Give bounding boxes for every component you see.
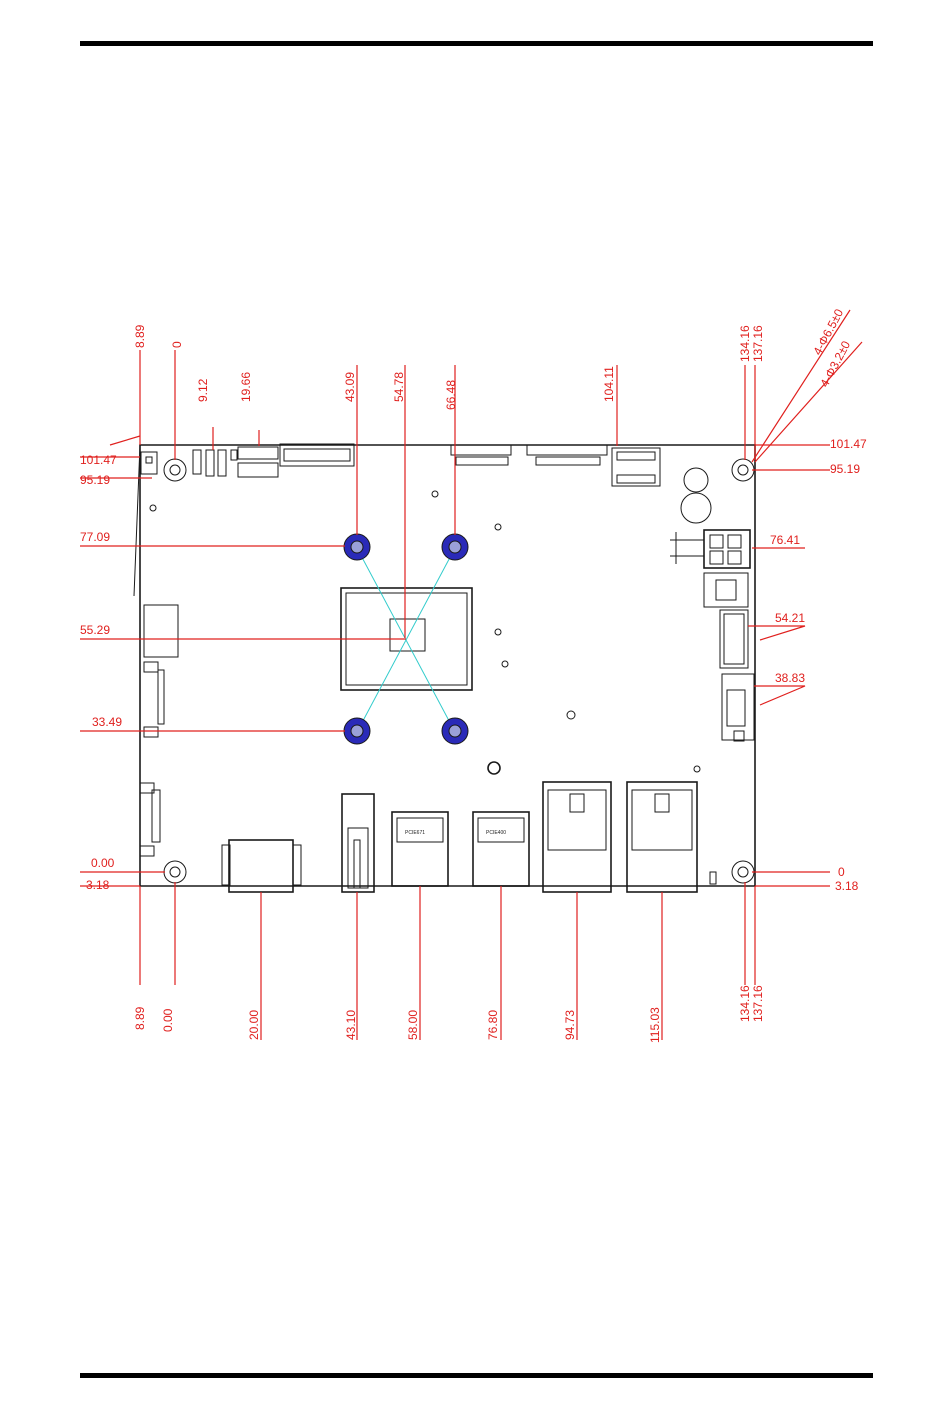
dim-top-137-16: 137.16 (751, 325, 765, 362)
dim-left-55-29: 55.29 (80, 623, 110, 637)
dim-right-76-41: 76.41 (770, 533, 800, 547)
dim-top-8-89: 8.89 (133, 324, 147, 348)
dim-right-0: 0 (838, 865, 845, 879)
bottom-io-connectors: PCIE671 PCIE400 (222, 782, 716, 892)
dim-right-3-18: 3.18 (835, 879, 859, 893)
dim-top-54-78: 54.78 (392, 372, 406, 402)
power-connector (670, 530, 750, 568)
dim-left-33-49: 33.49 (92, 715, 122, 729)
board-outline (134, 445, 755, 886)
dim-bot-8-89: 8.89 (133, 1006, 147, 1030)
dim-bot-58-00: 58.00 (406, 1010, 420, 1040)
dim-left-101-47: 101.47 (80, 453, 117, 467)
left-dimension-labels: 101.47 95.19 77.09 55.29 33.49 0.00 3.18 (80, 453, 122, 892)
dim-bot-43-10: 43.10 (344, 1010, 358, 1040)
right-dimension-labels: 101.47 95.19 76.41 54.21 38.83 0 3.18 (770, 437, 867, 893)
hdmi-b-label: PCIE400 (486, 830, 506, 836)
dim-bot-134-16: 134.16 (738, 985, 752, 1022)
dim-top-66-48: 66.48 (444, 380, 458, 410)
dim-top-9-12: 9.12 (196, 378, 210, 402)
dim-top-19-66: 19.66 (239, 372, 253, 402)
dimension-lines (80, 310, 862, 1040)
dim-right-38-83: 38.83 (775, 671, 805, 685)
soc-package (341, 548, 472, 732)
right-side-components (704, 573, 754, 741)
dim-top-104-11: 104.11 (602, 366, 616, 402)
dim-left-0-00: 0.00 (91, 856, 115, 870)
dim-right-54-21: 54.21 (775, 611, 805, 625)
dim-left-95-19: 95.19 (80, 473, 110, 487)
dim-right-101-47: 101.47 (830, 437, 867, 451)
dim-left-77-09: 77.09 (80, 530, 110, 544)
dim-top-0: 0 (170, 341, 184, 348)
dim-right-95-19: 95.19 (830, 462, 860, 476)
dim-left-3-18: 3.18 (86, 878, 110, 892)
dim-bot-20-00: 20.00 (247, 1010, 261, 1040)
dim-bot-115-03: 115.03 (648, 1007, 662, 1043)
top-left-connectors (193, 444, 354, 477)
hdmi-a-label: PCIE671 (405, 830, 425, 836)
dim-bot-0-00: 0.00 (161, 1008, 175, 1032)
top-fpc-connectors (451, 445, 660, 486)
mounting-holes (164, 459, 754, 883)
dim-bot-76-80: 76.80 (486, 1010, 500, 1040)
dim-bot-94-73: 94.73 (563, 1010, 577, 1040)
dim-top-134-16: 134.16 (738, 325, 752, 362)
bottom-dimension-labels: 8.89 0.00 20.00 43.10 58.00 76.80 94.73 … (133, 985, 765, 1043)
dim-top-43-09: 43.09 (343, 372, 357, 402)
dim-bot-137-16: 137.16 (751, 985, 765, 1022)
